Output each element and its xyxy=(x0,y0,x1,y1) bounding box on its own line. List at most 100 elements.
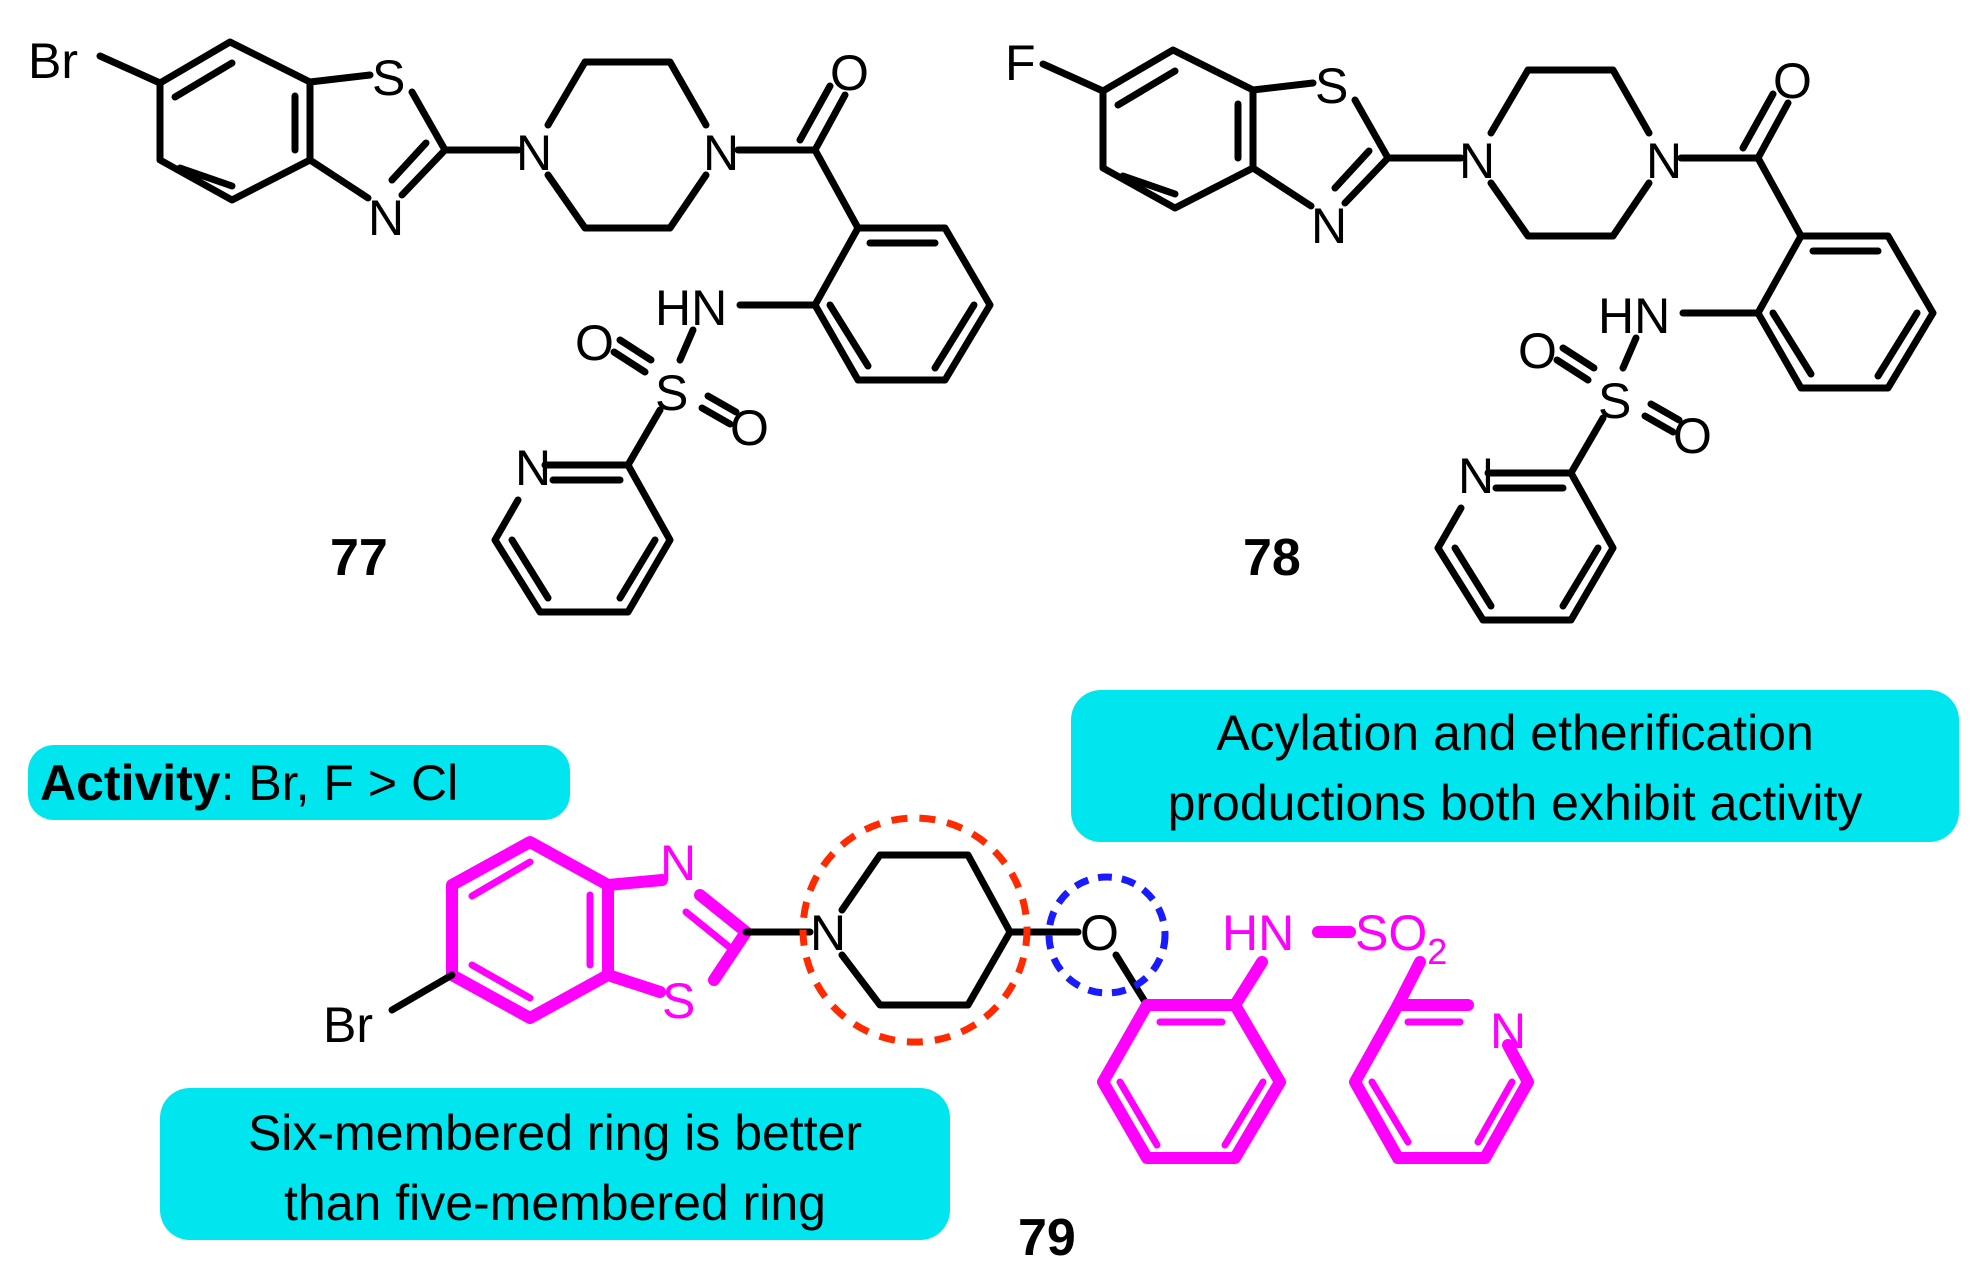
c78-bond xyxy=(1769,309,1815,378)
c77-br-bond xyxy=(96,52,164,87)
c79-pyridine-ring xyxy=(1349,999,1534,1164)
c78-bond xyxy=(1553,356,1592,384)
c79-piperidine-highlight-circle xyxy=(799,814,1031,1046)
c79-benzene-ring xyxy=(446,836,614,1024)
annotation-acylation: Acylation and etherification productions… xyxy=(1071,690,1959,842)
c77-bond xyxy=(616,336,655,364)
c78-bond xyxy=(1874,309,1921,380)
annotation-activity-text: Activity: Br, F > Cl xyxy=(40,755,458,811)
c79-bond xyxy=(1368,1078,1412,1146)
c78-bond xyxy=(1559,344,1598,372)
c78-atom-n-pyridine: N xyxy=(1458,448,1494,504)
c78-bond xyxy=(1331,147,1373,192)
c79-br-bond xyxy=(388,971,456,1014)
c78-atom-n-thiazole: N xyxy=(1311,198,1347,254)
c79-atom-o-ether: O xyxy=(1080,905,1119,961)
c78-atom-o-sulfonyl1: O xyxy=(1518,323,1557,379)
c78-bond xyxy=(1567,414,1607,477)
c77-bond xyxy=(796,82,834,144)
c78-piperazine xyxy=(1487,179,1653,240)
c78-piperazine xyxy=(1487,66,1653,137)
c78-phenyl-ring xyxy=(1754,232,1937,392)
c78-atom-s-sulfonyl: S xyxy=(1598,373,1631,429)
annotation-activity-rest: : Br, F > Cl xyxy=(221,755,459,811)
c78-atom-halogen: F xyxy=(1005,35,1036,91)
annotation-ring-line1: Six-membered ring is better xyxy=(248,1105,862,1161)
c79-bond xyxy=(1112,951,1151,1009)
annotation-activity-box xyxy=(28,745,570,820)
c79-label: 79 xyxy=(1018,1209,1076,1267)
c79-bond xyxy=(602,874,668,891)
c77-piperazine xyxy=(544,58,710,129)
c77-bond xyxy=(171,59,236,101)
c79-bond xyxy=(468,858,534,900)
annotation-ring-line2: than five-membered ring xyxy=(284,1175,826,1231)
annotation-activity: Activity: Br, F > Cl xyxy=(28,745,570,820)
c79-piperidine xyxy=(838,851,1014,1009)
c79-atom-nh: HN xyxy=(1222,905,1294,961)
c77-atom-n-pyridine: N xyxy=(515,440,551,496)
c77-atom-o-sulfonyl1: O xyxy=(575,315,614,371)
compound-78: F S N N N O HN O S O N 78 xyxy=(1005,35,1937,624)
annotation-ring-box xyxy=(160,1088,950,1240)
c77-atom-n-thiazole: N xyxy=(368,190,404,246)
c79-bond xyxy=(1221,1078,1267,1149)
c78-bond xyxy=(1641,412,1677,436)
c78-atom-o-carbonyl: O xyxy=(1773,53,1812,109)
annotation-ring: Six-membered ring is better than five-me… xyxy=(160,1088,950,1240)
c77-bond xyxy=(931,301,978,372)
c78-bond xyxy=(1739,90,1777,152)
c79-atom-n-pyridine: N xyxy=(1490,1003,1526,1059)
c77-atom-halogen: Br xyxy=(28,33,78,89)
c77-bond xyxy=(811,91,849,154)
c77-bond xyxy=(398,146,449,199)
c78-atom-s-thiazole: S xyxy=(1315,58,1348,114)
c78-atom-nh: HN xyxy=(1598,288,1670,344)
c78-bond xyxy=(1341,154,1392,207)
c77-label: 77 xyxy=(330,529,388,587)
c79-atom-so2-main: SO xyxy=(1355,905,1427,961)
compound-79: Br N S N O HN SO2 N 79 xyxy=(323,814,1534,1267)
c77-atom-n-pip1: N xyxy=(516,125,552,181)
annotation-acylation-line1: Acylation and etherification xyxy=(1216,705,1814,761)
c79-atom-n-thiazole: N xyxy=(660,835,696,891)
c77-bond xyxy=(610,348,649,376)
c77-atom-s-sulfonyl: S xyxy=(655,365,688,421)
c79-phenyl-ring xyxy=(1097,999,1286,1164)
c78-bond xyxy=(1647,400,1683,424)
c78-bond xyxy=(1754,99,1792,162)
c77-bond xyxy=(704,392,740,416)
c77-pyridine-ring xyxy=(491,461,674,616)
c78-pyridine-ring xyxy=(1434,469,1617,624)
c78-atom-n-pip1: N xyxy=(1459,133,1495,189)
c78-benzene-ring xyxy=(1099,46,1257,212)
c79-bond xyxy=(1116,1078,1161,1149)
c77-piperazine xyxy=(544,171,710,232)
c78-f-bond xyxy=(1039,60,1107,95)
c79-atom-halogen: Br xyxy=(323,997,373,1053)
c77-bond xyxy=(306,156,372,202)
annotation-activity-bold: Activity xyxy=(40,755,221,811)
c79-bond xyxy=(1474,1078,1516,1146)
c78-bond xyxy=(1451,544,1495,610)
c77-bond xyxy=(624,406,664,469)
c77-atom-o-sulfonyl2: O xyxy=(730,400,769,456)
c79-atom-so2: SO2 xyxy=(1355,905,1447,972)
c77-benzene-ring xyxy=(156,38,314,204)
c78-bond xyxy=(1249,164,1315,210)
c77-bond xyxy=(698,404,734,428)
c77-atom-nh: HN xyxy=(655,280,727,336)
c77-bond xyxy=(826,301,872,370)
c78-bond xyxy=(1754,154,1805,240)
c78-bond xyxy=(1351,96,1392,162)
c78-label: 78 xyxy=(1243,529,1301,587)
c79-bond xyxy=(708,926,752,986)
c79-bond xyxy=(602,969,666,998)
c78-bond xyxy=(1559,544,1602,610)
c78-atom-n-pip2: N xyxy=(1646,133,1682,189)
c77-bond xyxy=(811,146,862,232)
compound-77: Br S N N N O HN O S O N 77 xyxy=(28,33,994,616)
annotation-acylation-line2: productions both exhibit activity xyxy=(1168,775,1863,831)
c78-bond xyxy=(1619,334,1640,372)
